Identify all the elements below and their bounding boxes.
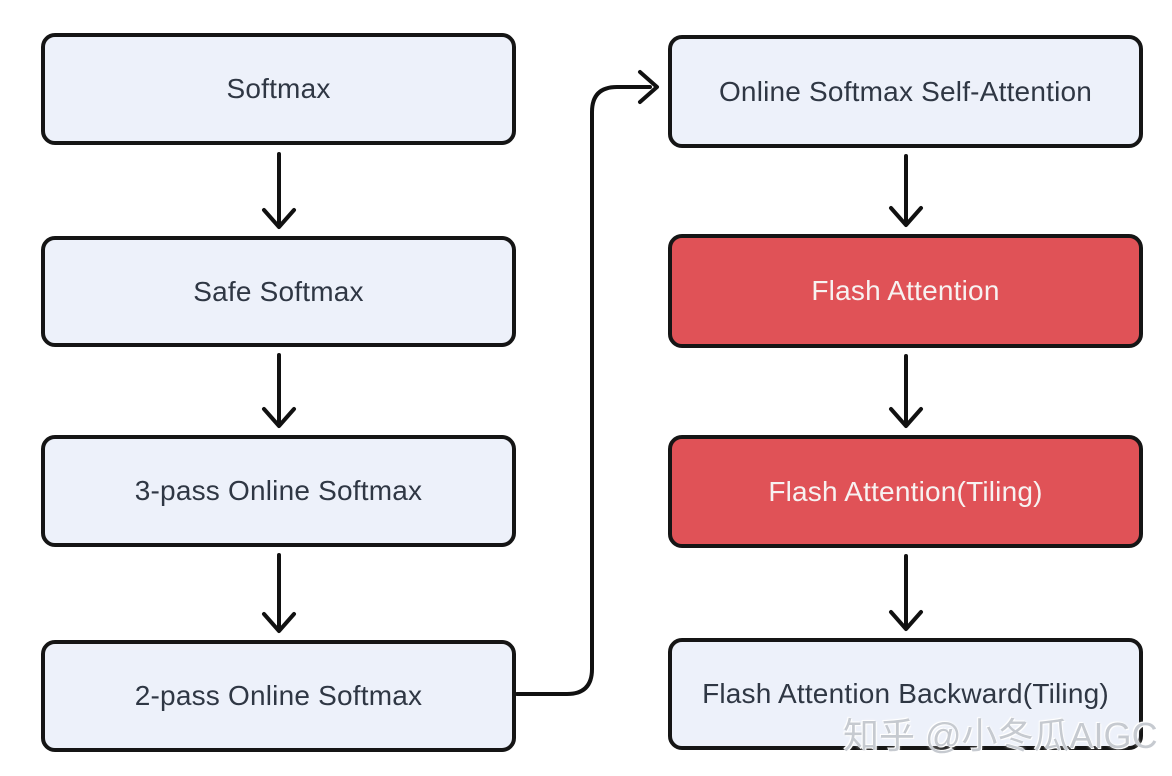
node-label: Safe Softmax [193,275,364,307]
node-label: 2-pass Online Softmax [134,680,423,712]
node-2pass-online-softmax: 2-pass Online Softmax [41,640,516,752]
arrow-tiling-to-backward [889,554,923,631]
node-label: Flash Attention [811,275,1000,307]
node-label: 3-pass Online Softmax [134,475,423,507]
arrow-softmax-to-safe-softmax [262,152,296,229]
node-label: Flash Attention(Tiling) [768,475,1043,507]
arrow-flash-attention-to-tiling [889,354,923,428]
node-flash-attention-tiling: Flash Attention(Tiling) [668,435,1143,548]
watermark: 知乎 @小冬瓜AIGC [843,715,1158,756]
node-softmax: Softmax [41,33,516,145]
arrow-3pass-to-2pass [262,553,296,633]
arrow-online-attention-to-flash-attention [889,154,923,227]
node-flash-attention-backward-tiling: Flash Attention Backward(Tiling) [668,638,1143,750]
node-label: Flash Attention Backward(Tiling) [702,678,1109,710]
arrow-safe-softmax-to-3pass [262,353,296,428]
node-online-softmax-self-attention: Online Softmax Self-Attention [668,35,1143,148]
node-3pass-online-softmax: 3-pass Online Softmax [41,435,516,547]
node-flash-attention: Flash Attention [668,234,1143,348]
node-safe-softmax: Safe Softmax [41,236,516,347]
node-label: Softmax [226,73,331,105]
node-label: Online Softmax Self-Attention [718,75,1093,107]
connector-2pass-to-online-attention [515,70,659,696]
